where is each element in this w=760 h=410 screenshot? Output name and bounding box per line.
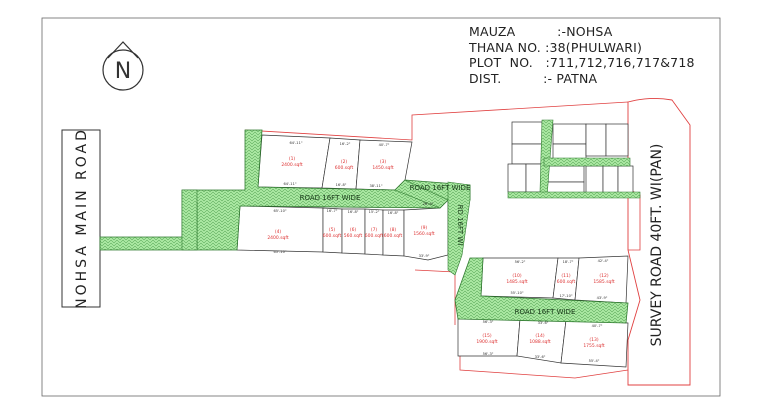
dimension-label: 56'-3" [483, 352, 494, 356]
road-label-upper: ROAD 16FT WIDE [300, 194, 361, 202]
dimension-label: 65'-10" [273, 250, 286, 254]
dimension-label: 33'-6" [538, 321, 549, 325]
plots-right-cluster [507, 121, 634, 198]
plot-13-no: (13) [589, 337, 598, 343]
sheet-border [41, 17, 721, 397]
dimension-label: 55'-10" [510, 291, 523, 295]
plot-15-no: (15) [482, 333, 491, 339]
dimension-label: 15'-2" [369, 210, 380, 214]
plot-12-area: 1585.sqft [593, 279, 615, 285]
plots-lower [457, 255, 629, 368]
dimension-label: 16'-2" [340, 142, 351, 146]
plot-11-no: (11) [561, 273, 570, 279]
dimension-label: 56'-3" [483, 320, 494, 324]
plot-9-no: (9) [421, 225, 428, 231]
dimension-label: 42'-4" [598, 259, 609, 263]
internal-roads [99, 119, 641, 324]
plot-12-no: (12) [599, 273, 608, 279]
dist-line: DIST. :- PATNA [469, 70, 598, 86]
dimension-label: 16'-8" [336, 183, 347, 187]
plot-7-no: (7) [371, 227, 378, 233]
dimension-label: 33'-9" [419, 254, 430, 258]
dimension-label: 18'-7" [563, 260, 574, 264]
dimension-label: 64'-11" [283, 182, 296, 186]
dimension-label: 26'-4" [423, 202, 434, 206]
main-road-label: NOHSA MAIN ROAD [74, 127, 90, 309]
dimension-label: 65'-10" [273, 209, 286, 213]
plot-5-area: 600.sqft [323, 233, 342, 239]
dimension-label: 56'-2" [515, 260, 526, 264]
plot-labels: (1)2400.sqft (2)600.sqft (3)1450.sqft (4… [267, 156, 615, 349]
road-label-lower: ROAD 16FT WIDE [515, 308, 576, 316]
plot-8-area: 600.sqft [384, 233, 403, 239]
dimension-labels: 64'-11" 16'-2" 40'-7" 64'-11" 16'-8" 38'… [273, 141, 608, 363]
plot-14-area: 1088.sqft [529, 339, 551, 345]
plot-6-area: 560.sqft [344, 233, 363, 239]
site-info-block: MAUZA :-NOHSA THANA NO. :38(PHULWARI) PL… [469, 24, 695, 86]
plot-4-no: (4) [275, 229, 282, 235]
plot-3-no: (3) [380, 159, 387, 165]
dimension-label: 55'-4" [589, 359, 600, 363]
plot-no-line: PLOT NO. :711,712,716,717&718 [469, 55, 695, 70]
road-label-upper-right: ROAD 16FT WIDE [410, 184, 471, 192]
plot-2-area: 600.sqft [335, 165, 354, 171]
plot-3-area: 1450.sqft [372, 165, 394, 171]
plot-6-no: (6) [350, 227, 357, 233]
dimension-label: 17'-10" [559, 294, 572, 298]
dimension-label: 43'-9" [597, 296, 608, 300]
survey-road-label: SURVEY ROAD 40FT. WI(PAN) [649, 144, 665, 347]
dimension-label: 33'-6" [535, 355, 546, 359]
plot-13-area: 1755.sqft [583, 343, 605, 349]
plot-2-no: (2) [341, 159, 348, 165]
plot-4-area: 2400.sqft [267, 235, 289, 241]
plot-5-no: (5) [329, 227, 336, 233]
plot-7-area: 600.sqft [365, 233, 384, 239]
plot-10-no: (10) [512, 273, 521, 279]
plot-15-area: 1900.sqft [476, 339, 498, 345]
dimension-label: 38'-11" [369, 184, 382, 188]
north-arrow-icon: N [102, 41, 144, 91]
dimension-label: 16'-7" [327, 209, 338, 213]
dimension-label: 16'-8" [388, 211, 399, 215]
dimension-label: 40'-7" [379, 143, 390, 147]
plots-upper-row [257, 134, 413, 191]
site-boundary [244, 101, 641, 379]
dimension-label: 16'-8" [348, 210, 359, 214]
plot-1-no: (1) [289, 156, 296, 162]
plot-10-area: 1485.sqft [506, 279, 528, 285]
plot-8-no: (8) [390, 227, 397, 233]
thana-line: THANA NO. :38(PHULWARI) [469, 39, 643, 55]
dimension-label: 40'-7" [592, 324, 603, 328]
survey-road [627, 97, 691, 386]
plot-11-area: 600.sqft [557, 279, 576, 285]
nohsa-main-road [61, 129, 101, 308]
plot-1-area: 2400.sqft [281, 162, 303, 168]
north-label: N [115, 59, 131, 84]
plot-14-no: (14) [535, 333, 544, 339]
mauza-line: MAUZA :-NOHSA [469, 24, 613, 39]
plots-middle-row [236, 199, 449, 261]
plot-9-area: 1560.sqft [413, 231, 435, 237]
road-label-vertical: RD 16FT WI [456, 205, 464, 246]
dimension-label: 64'-11" [289, 141, 302, 145]
